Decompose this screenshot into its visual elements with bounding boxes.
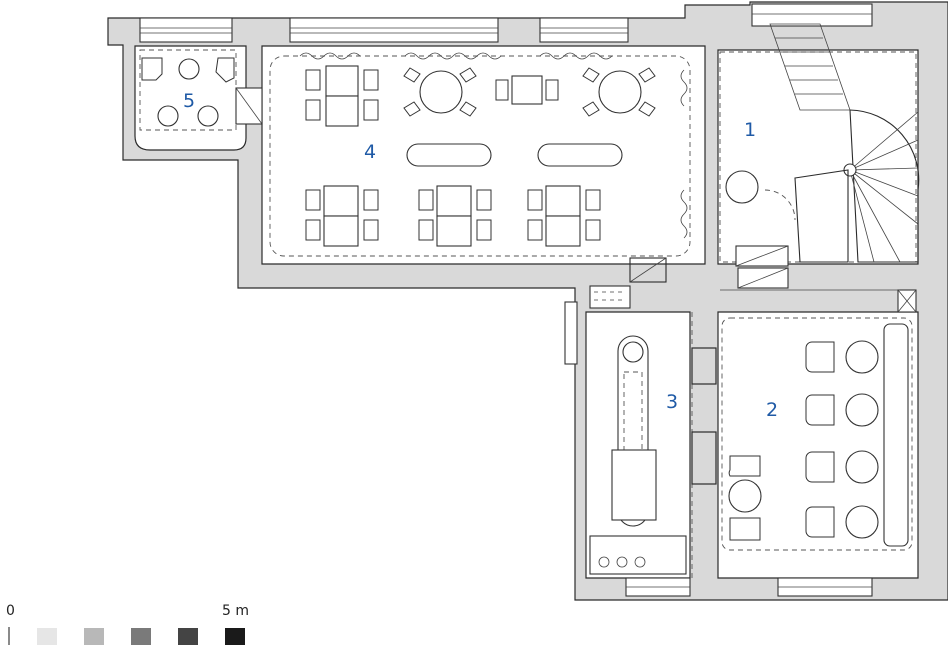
room-number-1: 1 xyxy=(744,119,756,141)
scale-swatch xyxy=(131,628,151,645)
room-1-stair xyxy=(719,23,920,267)
windows xyxy=(139,3,873,597)
scale-swatches xyxy=(37,628,245,645)
room-labels: 1 2 3 4 5 xyxy=(183,90,778,421)
room-5-furniture xyxy=(139,49,263,131)
scale-bar: 0 5 m xyxy=(6,603,249,645)
room-number-4: 4 xyxy=(364,141,376,163)
scale-swatch xyxy=(84,628,104,645)
room-number-5: 5 xyxy=(183,90,195,112)
room-number-2: 2 xyxy=(766,399,778,421)
scale-swatch xyxy=(225,628,245,645)
room-3-kitchen xyxy=(589,285,717,578)
scale-end-label: 5 m xyxy=(222,603,249,619)
scale-swatch xyxy=(178,628,198,645)
scale-start-label: 0 xyxy=(6,603,15,619)
scale-swatch xyxy=(37,628,57,645)
room-4-furniture xyxy=(269,52,691,283)
walls xyxy=(107,1,948,601)
room-2-furniture xyxy=(720,267,917,551)
room-number-3: 3 xyxy=(666,391,678,413)
